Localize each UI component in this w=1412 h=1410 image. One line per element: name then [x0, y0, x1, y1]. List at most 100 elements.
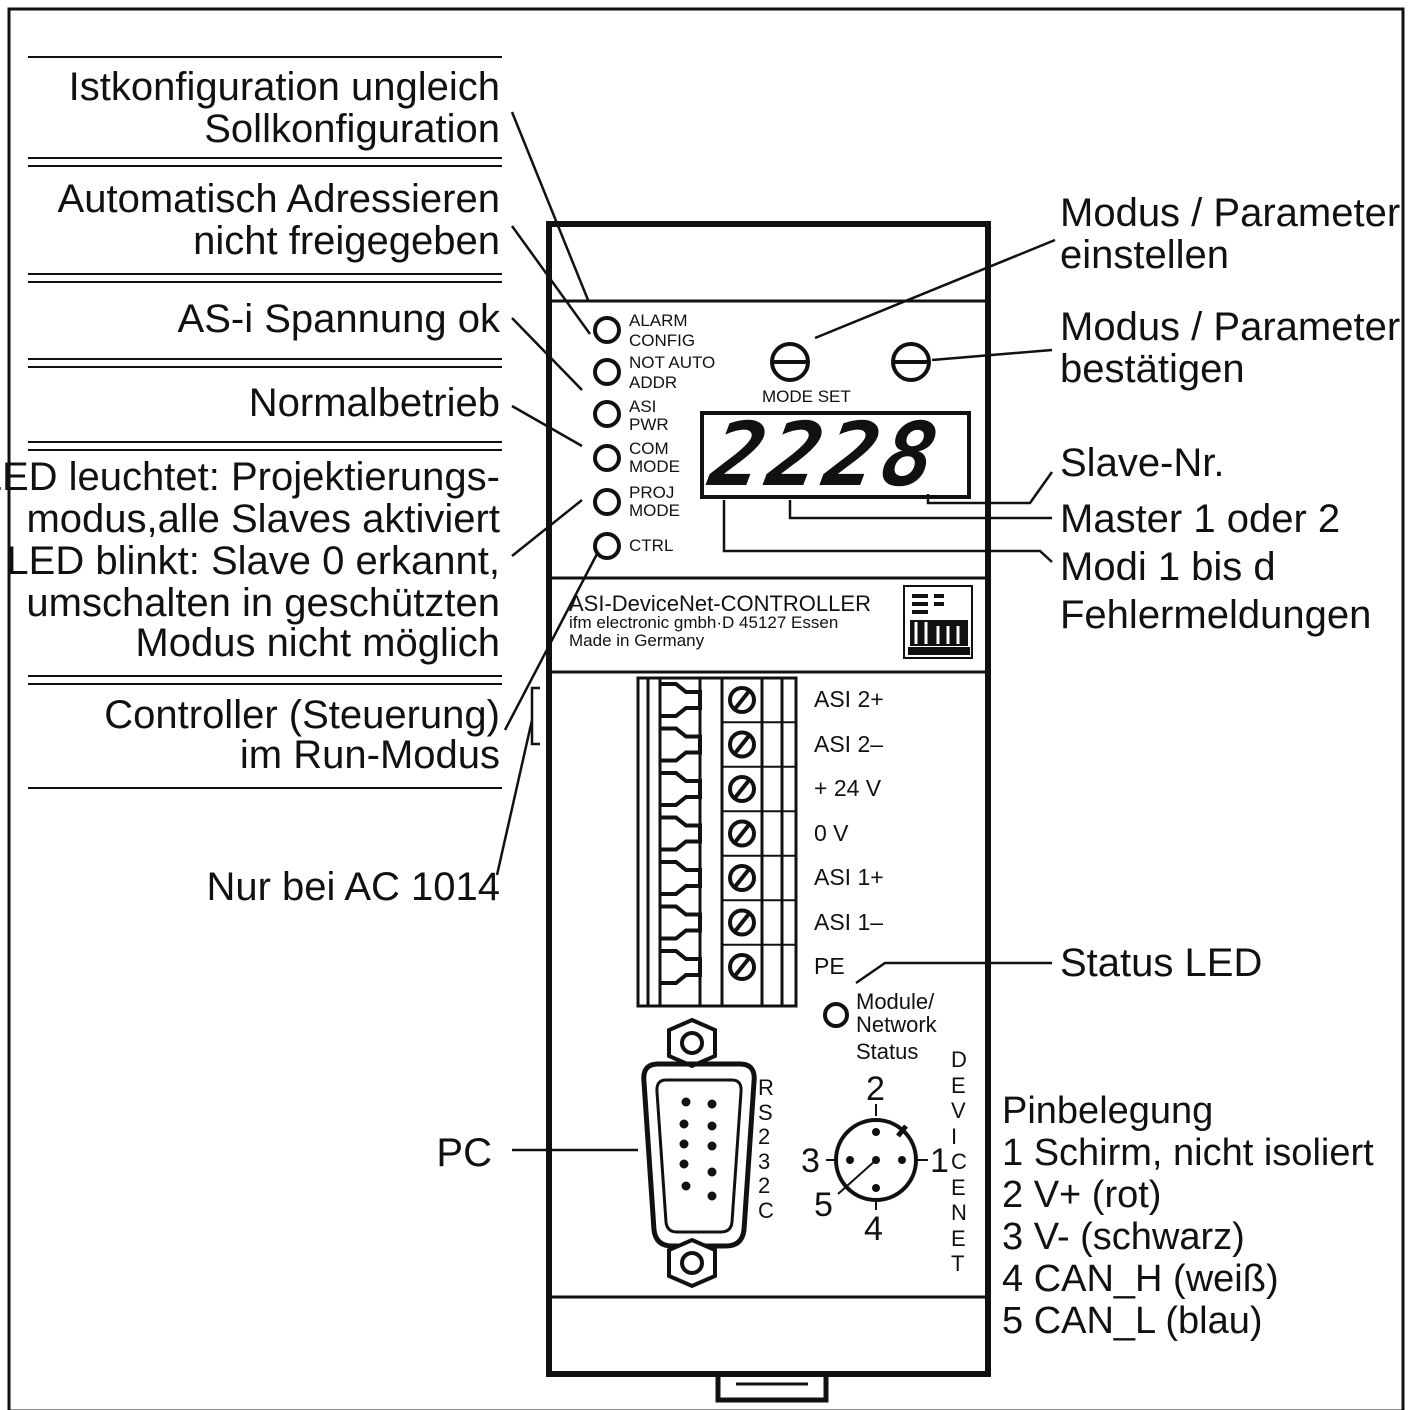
pin-number-4: 4: [864, 1210, 883, 1248]
pinout-row-5: 5 CAN_L (blau): [1002, 1300, 1263, 1342]
label-asi-spannung: AS-i Spannung ok: [177, 297, 500, 341]
terminal-clamp: [660, 726, 702, 763]
label-master: Master 1 oder 2: [1060, 497, 1341, 541]
label-pc: PC: [436, 1131, 492, 1175]
terminal-label: ASI 2+: [814, 686, 884, 712]
devicenet-connector: [826, 1104, 928, 1210]
terminal-clamp: [660, 860, 702, 896]
status-led-text-2: Network: [856, 1012, 937, 1037]
rs232-letter: 3: [758, 1148, 771, 1174]
label-nur-bei-ac1014: Nur bei AC 1014: [206, 865, 500, 909]
display-digits: 2228: [703, 403, 950, 506]
led-label-proj: PROJ: [629, 483, 675, 502]
mode-button-icon: [770, 342, 810, 382]
terminal-label: ASI 1+: [814, 864, 884, 890]
led-label-not-auto: NOT AUTO: [629, 353, 716, 372]
hex-nut-bottom: [667, 1237, 717, 1289]
ifm-logo: [903, 585, 973, 659]
terminal-label: ASI 1–: [814, 908, 884, 935]
label-auto-adressieren-1: Automatisch Adressieren: [57, 177, 500, 221]
pinout-row-3: 3 V- (schwarz): [1002, 1216, 1245, 1258]
rs232-letter: 2: [758, 1173, 771, 1198]
hex-nut-top: [667, 1017, 717, 1069]
din-clip: [715, 1371, 829, 1403]
pin-number-2: 2: [866, 1070, 885, 1108]
devnet-letter: C: [951, 1149, 967, 1174]
terminal-clamp: [660, 771, 702, 807]
label-istkonfiguration-2: Sollkonfiguration: [204, 107, 500, 151]
pin-number-5: 5: [814, 1186, 833, 1224]
pinout-row-2: 2 V+ (rot): [1002, 1174, 1162, 1216]
terminal-screw-icon: [728, 864, 756, 892]
led-label-pwr: PWR: [629, 415, 669, 434]
label-auto-adressieren-2: nicht freigegeben: [193, 219, 500, 263]
label-slave-nr: Slave-Nr.: [1060, 441, 1225, 485]
rs232-letter: S: [758, 1099, 773, 1125]
label-led-blinkt-3: Modus nicht möglich: [135, 621, 500, 665]
terminal-screw-icon: [728, 819, 756, 848]
label-modus-einstellen-1: Modus / Parameter: [1060, 191, 1401, 235]
terminal-screw-icon: [728, 730, 756, 759]
led-label-mode: MODE: [629, 457, 680, 476]
led-label-asi: ASI: [629, 397, 657, 416]
label-fehlermeldungen: Fehlermeldungen: [1060, 593, 1372, 637]
rs232-letter: R: [758, 1075, 774, 1100]
pinout-row-1: 1 Schirm, nicht isoliert: [1002, 1132, 1374, 1174]
terminal-screw-icon: [728, 908, 756, 937]
terminal-clamp: [660, 815, 702, 852]
led-label-proj-mode: MODE: [629, 501, 680, 520]
devnet-letter: E: [951, 1174, 966, 1200]
status-led-text-3: Status: [856, 1039, 919, 1064]
label-modus-einstellen-2: einstellen: [1060, 233, 1230, 277]
pin-number-1: 1: [930, 1142, 949, 1180]
devnet-letter: I: [951, 1123, 958, 1149]
devnet-letter: V: [951, 1098, 966, 1123]
led-label-com: COM: [629, 439, 669, 458]
rs232-letter: 2: [758, 1124, 771, 1149]
label-modus-bestaetigen-1: Modus / Parameter: [1060, 305, 1401, 349]
terminal-label: + 24 V: [814, 775, 882, 801]
terminal-screw-icon: [728, 775, 756, 803]
rs232-connector: [641, 1061, 757, 1249]
pin-number-3: 3: [801, 1142, 820, 1180]
rs232-letter: C: [758, 1197, 774, 1223]
label-led-leuchtet-1: LED leuchtet: Projektierungs-: [0, 455, 500, 499]
led-label-addr: ADDR: [629, 373, 678, 392]
label-led-blinkt-2: umschalten in geschützten: [26, 581, 500, 625]
pinout-row-4: 4 CAN_H (weiß): [1002, 1258, 1279, 1300]
set-button-icon: [891, 342, 931, 382]
devnet-letter: E: [951, 1225, 966, 1251]
terminal-screw-icon: [728, 953, 756, 981]
label-istkonfiguration-1: Istkonfiguration ungleich: [68, 65, 500, 109]
label-controller-2: im Run-Modus: [239, 733, 500, 777]
devnet-letter: D: [951, 1047, 967, 1072]
seven-segment-display: [700, 411, 971, 499]
pinout-title: Pinbelegung: [1002, 1090, 1214, 1132]
label-modi: Modi 1 bis d: [1060, 545, 1276, 589]
terminal-clamp: [660, 682, 702, 718]
label-normalbetrieb: Normalbetrieb: [248, 381, 500, 425]
label-led-leuchtet-2: modus,alle Slaves aktiviert: [26, 497, 500, 541]
label-modus-bestaetigen-2: bestätigen: [1060, 347, 1245, 391]
device-name: ASI-DeviceNet-CONTROLLER: [569, 591, 871, 616]
terminal-screw-icon: [728, 686, 756, 714]
terminal-clamp: [660, 904, 702, 941]
device-origin: Made in Germany: [569, 631, 705, 650]
led-label-ctrl: CTRL: [629, 536, 674, 555]
label-controller-1: Controller (Steuerung): [104, 693, 500, 737]
status-led-text-1: Module/: [856, 989, 935, 1014]
devnet-letter: E: [951, 1072, 966, 1098]
led-label-alarm: ALARM: [629, 311, 688, 330]
terminal-label: ASI 2–: [814, 730, 884, 757]
terminal-clamp: [660, 949, 702, 985]
devnet-letter: N: [951, 1200, 967, 1225]
label-led-blinkt-1: LED blinkt: Slave 0 erkannt,: [6, 539, 500, 583]
label-status-led: Status LED: [1060, 941, 1263, 985]
devnet-letter: T: [951, 1251, 965, 1276]
terminal-label: 0 V: [814, 819, 849, 846]
terminal-label: PE: [814, 953, 845, 979]
terminal-block: [636, 676, 798, 1008]
led-label-config: CONFIG: [629, 331, 696, 350]
